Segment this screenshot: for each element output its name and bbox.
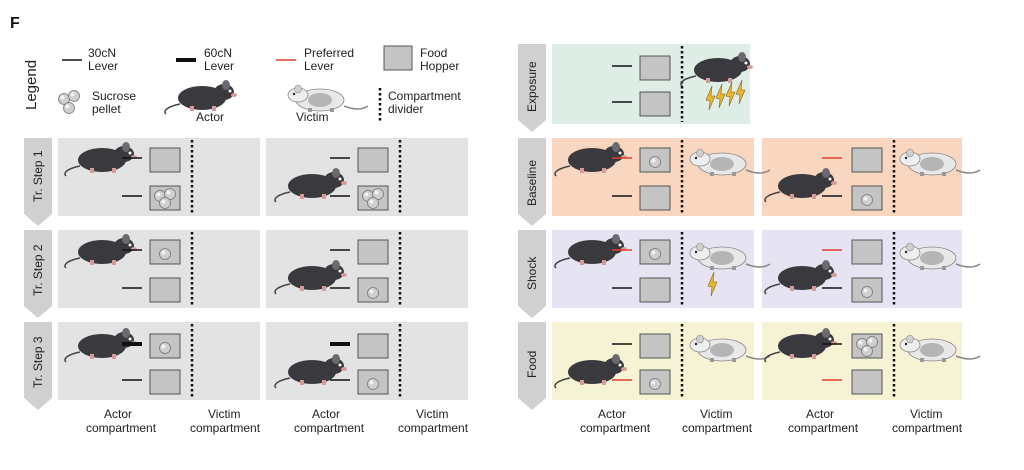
actor-mouse-icon xyxy=(164,79,238,115)
legend-title: Legend xyxy=(23,60,40,110)
legend-60cn-line2: Lever xyxy=(204,59,234,73)
left-victim-label-2b: compartment xyxy=(398,421,469,435)
step-label-3: Tr. Step 3 xyxy=(31,336,45,388)
step-arrow-3 xyxy=(24,322,52,410)
phase-label-food: Food xyxy=(525,351,539,378)
legend-victim: Victim xyxy=(296,110,328,124)
right-victim-label-1b: compartment xyxy=(682,421,753,435)
left-victim-label-2a: Victim xyxy=(416,407,448,421)
phase-label-exposure: Exposure xyxy=(525,61,539,112)
step-label-2: Tr. Step 2 xyxy=(31,244,45,296)
right-victim-label-1a: Victim xyxy=(700,407,732,421)
sucrose-pellet-symbol xyxy=(58,90,80,114)
step-label-1: Tr. Step 1 xyxy=(31,150,45,202)
legend-30cn-line1: 30cN xyxy=(88,46,116,60)
legend-hopper-line2: Hopper xyxy=(420,59,459,73)
left-actor-label-1a: Actor xyxy=(104,407,132,421)
phase-arrow-baseline xyxy=(518,138,546,226)
legend-hopper-line1: Food xyxy=(420,46,447,60)
legend-30cn-line2: Lever xyxy=(88,59,118,73)
step-arrow-1 xyxy=(24,138,52,226)
legend-divider-line1: Compartment xyxy=(388,89,461,103)
phase-label-baseline: Baseline xyxy=(525,160,539,206)
phase-arrow-food xyxy=(518,322,546,410)
victim-rat-icon xyxy=(287,84,369,113)
legend: Legend 30cN Lever 60cN Lever Preferred L… xyxy=(23,45,461,124)
step-arrow-2 xyxy=(24,230,52,318)
legend-preferred-line2: Lever xyxy=(304,59,334,73)
panel-letter: F xyxy=(10,15,20,32)
legend-divider-line2: divider xyxy=(388,102,423,116)
legend-sucrose-line1: Sucrose xyxy=(92,89,136,103)
training-steps: Tr. Step 1 Tr. Step 2 Tr. Step 3 xyxy=(24,138,469,435)
test-dividers xyxy=(680,46,896,398)
right-actor-label-1a: Actor xyxy=(598,407,626,421)
test-phases: Exposure Baseline Shock Food xyxy=(518,44,981,435)
legend-sucrose-line2: pellet xyxy=(92,102,121,116)
left-actor-label-2a: Actor xyxy=(312,407,340,421)
training-dividers xyxy=(190,140,402,398)
left-actor-label-1b: compartment xyxy=(86,421,157,435)
food-hopper-symbol xyxy=(383,45,413,71)
right-victim-label-2a: Victim xyxy=(910,407,942,421)
phase-label-shock: Shock xyxy=(525,256,539,290)
right-victim-label-2b: compartment xyxy=(892,421,963,435)
left-victim-label-1a: Victim xyxy=(208,407,240,421)
legend-actor: Actor xyxy=(196,110,224,124)
legend-60cn-line1: 60cN xyxy=(204,46,232,60)
right-actor-label-2a: Actor xyxy=(806,407,834,421)
right-actor-label-1b: compartment xyxy=(580,421,651,435)
right-actor-label-2b: compartment xyxy=(788,421,859,435)
left-actor-label-2b: compartment xyxy=(294,421,365,435)
phase-arrow-shock xyxy=(518,230,546,318)
phase-arrow-exposure xyxy=(518,44,546,132)
legend-preferred-line1: Preferred xyxy=(304,46,354,60)
left-victim-label-1b: compartment xyxy=(190,421,261,435)
